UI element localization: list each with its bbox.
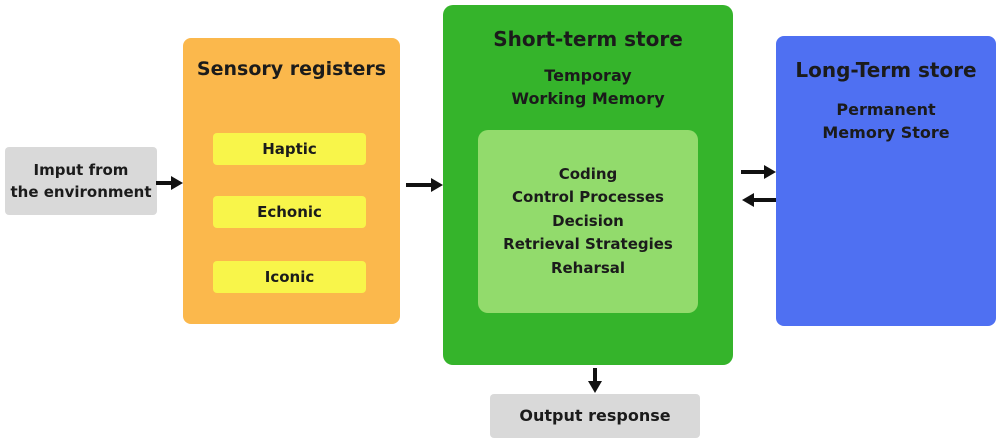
process-reharsal: Reharsal [550,258,626,277]
sensory-registers-title: Sensory registers [196,58,387,80]
control-processes-box: Coding Control Processes Decision Retrie… [478,130,698,313]
input-box-label-line1: Imput from [33,161,129,179]
short-term-subtitle-line2: Working Memory [511,89,665,108]
arrow-input-to-sensory-icon [156,181,171,185]
short-term-subtitle-line1: Temporay [544,66,632,85]
sensory-item-haptic: Haptic [213,133,366,165]
output-box-label: Output response [519,406,671,425]
process-retrieval-strategies: Retrieval Strategies [503,235,673,254]
arrow-short-term-to-output-icon [593,368,597,381]
long-term-subtitle-line2: Memory Store [822,123,950,142]
process-decision: Decision [552,211,624,230]
arrow-long-term-to-short-term-icon [754,198,776,202]
long-term-store-box: Long-Term store Permanent Memory Store [776,36,996,326]
short-term-store-subtitle: Temporay Working Memory [443,64,733,110]
long-term-subtitle-line1: Permanent [836,100,936,119]
output-response-box: Output response [490,394,700,438]
sensory-item-iconic: Iconic [213,261,366,293]
arrow-sensory-to-short-term-icon [406,183,431,187]
short-term-store-title: Short-term store [493,27,683,51]
arrow-short-term-to-long-term-icon [741,170,764,174]
long-term-store-title: Long-Term store [795,58,977,82]
long-term-store-subtitle: Permanent Memory Store [776,98,996,144]
sensory-item-echonic: Echonic [213,196,366,228]
input-from-environment-box: Imput from the environment [5,147,157,215]
process-coding: Coding [558,164,618,183]
process-control-processes: Control Processes [512,188,664,207]
sensory-registers-box: Sensory registers Haptic Echonic Iconic [183,38,400,324]
short-term-store-box: Short-term store Temporay Working Memory… [443,5,733,365]
input-box-label-line2: the environment [10,183,152,201]
